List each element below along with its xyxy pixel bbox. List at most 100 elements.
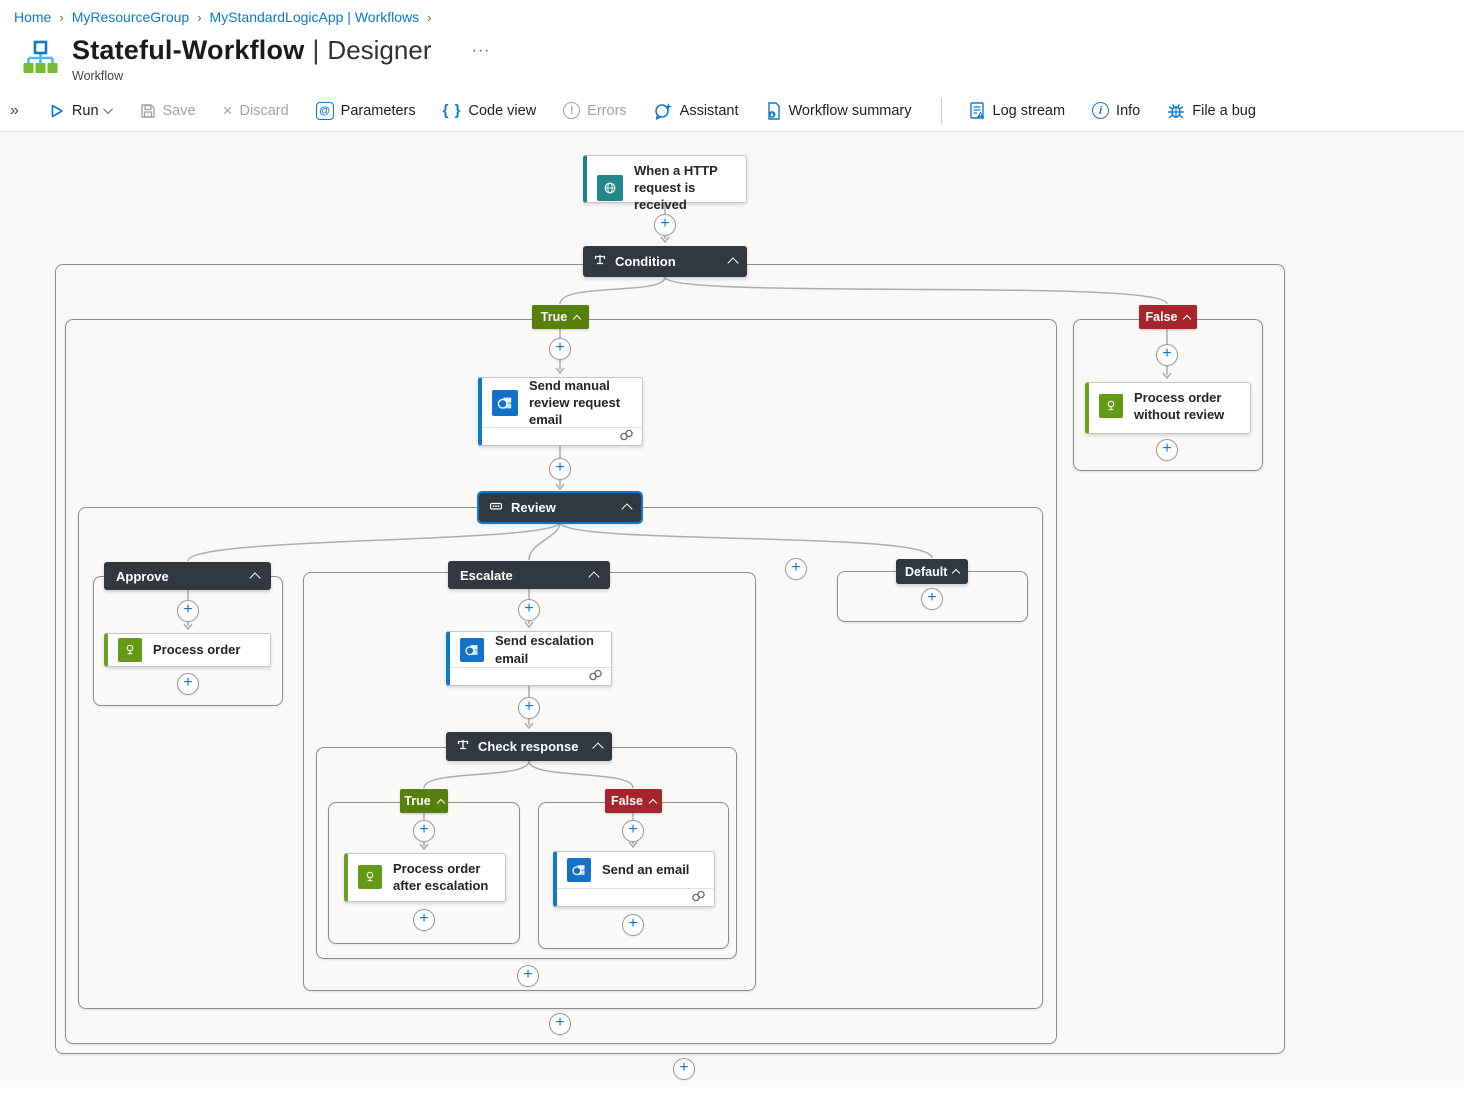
outlook-icon bbox=[460, 637, 484, 662]
designer-canvas[interactable]: When a HTTP request is received Conditio… bbox=[0, 132, 1464, 1087]
run-label: Run bbox=[71, 102, 99, 119]
process-action-icon bbox=[118, 638, 142, 662]
action-card-send-manual-review[interactable]: Send manual review request email bbox=[478, 377, 643, 446]
action-card-process-order-after-escalation[interactable]: Process order after escalation bbox=[344, 853, 506, 902]
add-step-button[interactable]: + bbox=[921, 588, 943, 610]
info-button[interactable]: i Info bbox=[1092, 102, 1140, 119]
condition-node[interactable]: Condition bbox=[583, 246, 747, 277]
chevron-up-icon bbox=[588, 570, 600, 583]
check-response-label: Check response bbox=[478, 739, 579, 754]
page-view-name: Designer bbox=[327, 35, 432, 65]
chevron-up-icon bbox=[1183, 314, 1192, 323]
add-step-button[interactable]: + bbox=[622, 820, 644, 842]
add-step-button[interactable]: + bbox=[549, 338, 571, 360]
check-true-badge[interactable]: True bbox=[400, 789, 448, 813]
action-label: Send an email bbox=[602, 862, 690, 878]
workflow-summary-button[interactable]: Workflow summary bbox=[766, 101, 912, 120]
add-step-button[interactable]: + bbox=[1156, 439, 1178, 461]
errors-label: Errors bbox=[587, 102, 627, 119]
more-menu-button[interactable]: ··· bbox=[471, 41, 491, 59]
true-branch-badge[interactable]: True bbox=[532, 305, 589, 329]
page-header: Stateful-Workflow | Designer ··· Workflo… bbox=[0, 25, 1464, 84]
http-request-icon bbox=[597, 174, 623, 201]
review-switch-node[interactable]: Review bbox=[477, 491, 643, 524]
chevron-up-icon bbox=[249, 571, 261, 584]
code-view-button[interactable]: { } Code view bbox=[443, 102, 537, 119]
workflow-icon bbox=[20, 39, 60, 84]
chevron-up-icon bbox=[951, 568, 961, 578]
chevron-up-icon bbox=[436, 798, 445, 807]
action-card-send-escalation-email[interactable]: Send escalation email bbox=[446, 631, 612, 686]
breadcrumb-home[interactable]: Home bbox=[14, 9, 52, 25]
discard-label: Discard bbox=[239, 102, 289, 119]
connection-icon bbox=[619, 428, 634, 446]
review-label: Review bbox=[511, 500, 556, 515]
breadcrumb-resource-group[interactable]: MyResourceGroup bbox=[71, 9, 190, 25]
escalate-case-header[interactable]: Escalate bbox=[448, 561, 610, 589]
chevron-up-icon bbox=[592, 742, 604, 754]
log-stream-button[interactable]: Log stream bbox=[969, 101, 1066, 120]
add-step-button[interactable]: + bbox=[413, 909, 435, 931]
parameters-button[interactable]: @ Parameters bbox=[315, 101, 416, 120]
code-view-icon: { } bbox=[442, 102, 462, 119]
add-step-button[interactable]: + bbox=[177, 600, 199, 622]
connection-icon bbox=[691, 889, 706, 907]
add-step-button[interactable]: + bbox=[673, 1058, 695, 1080]
breadcrumb-separator: › bbox=[427, 9, 432, 25]
close-icon: × bbox=[222, 101, 233, 120]
false-branch-badge[interactable]: False bbox=[1139, 305, 1197, 329]
breadcrumb-separator: › bbox=[197, 9, 202, 25]
file-a-bug-button[interactable]: File a bug bbox=[1167, 102, 1256, 120]
chevron-up-icon bbox=[727, 257, 739, 269]
default-label: Default bbox=[905, 564, 948, 579]
breadcrumb-separator: › bbox=[59, 9, 64, 25]
run-button[interactable]: Run bbox=[49, 103, 113, 119]
add-step-button[interactable]: + bbox=[622, 914, 644, 936]
add-step-button[interactable]: + bbox=[413, 820, 435, 842]
add-step-button[interactable]: + bbox=[1156, 344, 1178, 366]
chevron-down-icon bbox=[102, 104, 113, 115]
toolbar-divider bbox=[940, 97, 942, 124]
trigger-card-http-request[interactable]: When a HTTP request is received bbox=[583, 155, 747, 212]
document-download-icon bbox=[766, 101, 782, 120]
connector-wires bbox=[183, 203, 1172, 851]
play-icon bbox=[49, 103, 65, 119]
process-action-icon bbox=[358, 865, 382, 890]
assistant-label: Assistant bbox=[679, 102, 739, 119]
add-step-button[interactable]: + bbox=[518, 599, 540, 621]
collapse-menu-icon[interactable]: » bbox=[10, 101, 19, 119]
outlook-icon bbox=[567, 858, 591, 882]
outlook-icon bbox=[492, 389, 518, 416]
action-label: Process order without review bbox=[1134, 390, 1225, 423]
error-icon: ! bbox=[563, 102, 581, 119]
breadcrumb: Home › MyResourceGroup › MyStandardLogic… bbox=[0, 0, 1464, 25]
add-step-button[interactable]: + bbox=[177, 673, 199, 695]
file-a-bug-label: File a bug bbox=[1192, 102, 1256, 119]
default-case-header[interactable]: Default bbox=[896, 559, 968, 584]
page-title: Stateful-Workflow bbox=[72, 35, 305, 65]
assistant-button[interactable]: Assistant bbox=[654, 102, 739, 120]
add-case-button[interactable]: + bbox=[785, 558, 807, 580]
command-bar: » Run Save × Discard @ Parameters { } Co… bbox=[0, 90, 1464, 132]
action-label: Send escalation email bbox=[495, 633, 594, 666]
condition-icon bbox=[456, 738, 470, 755]
approve-case-header[interactable]: Approve bbox=[104, 562, 271, 590]
title-divider: | bbox=[312, 35, 320, 65]
log-stream-label: Log stream bbox=[992, 102, 1066, 119]
check-false-badge[interactable]: False bbox=[605, 789, 662, 813]
action-card-process-order[interactable]: Process order bbox=[104, 633, 271, 667]
add-step-button[interactable]: + bbox=[654, 214, 676, 236]
check-response-node[interactable]: Check response bbox=[446, 732, 612, 761]
switch-icon bbox=[489, 499, 503, 516]
add-step-button[interactable]: + bbox=[518, 697, 540, 719]
action-card-process-order-without-review[interactable]: Process order without review bbox=[1085, 382, 1251, 434]
breadcrumb-logic-app[interactable]: MyStandardLogicApp | Workflows bbox=[209, 9, 420, 25]
add-step-button[interactable]: + bbox=[549, 1013, 571, 1035]
action-card-send-an-email[interactable]: Send an email bbox=[553, 851, 715, 907]
add-step-button[interactable]: + bbox=[549, 458, 571, 480]
chevron-up-icon bbox=[572, 314, 582, 323]
info-label: Info bbox=[1116, 102, 1141, 119]
add-step-button[interactable]: + bbox=[517, 965, 539, 987]
save-label: Save bbox=[162, 102, 196, 119]
trigger-label: When a HTTP request is received bbox=[634, 163, 718, 213]
